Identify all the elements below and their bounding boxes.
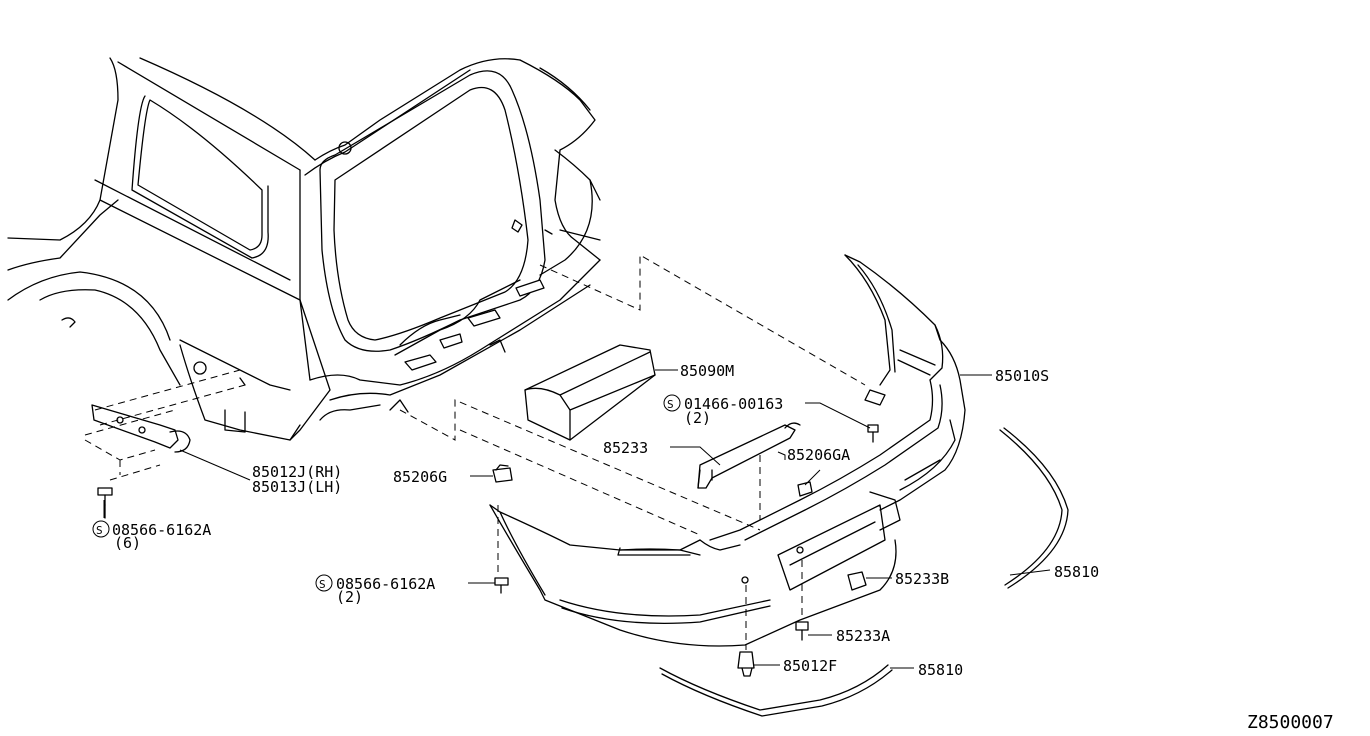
clip-85233b bbox=[847, 571, 867, 591]
label-85010s: 85010S bbox=[995, 367, 1049, 385]
part-labels: 85090M 85010S S 01466-00163 (2) 85233 85… bbox=[92, 362, 1334, 733]
screw-08566-top bbox=[97, 487, 113, 519]
clip-85012f bbox=[737, 651, 755, 677]
screw-symbol-icon bbox=[315, 574, 333, 592]
label-85013j: 85013J(LH) bbox=[252, 478, 342, 496]
screw-symbol-text: S bbox=[96, 524, 103, 537]
bracket-85233 bbox=[697, 422, 801, 489]
screw-symbol-text: S bbox=[319, 578, 326, 591]
side-bracket-85012j bbox=[84, 369, 251, 481]
label-85090m: 85090M bbox=[680, 362, 734, 380]
moulding-85810-right bbox=[999, 427, 1069, 589]
clip-85206ga bbox=[797, 481, 813, 497]
label-85206ga: 85206GA bbox=[787, 446, 850, 464]
label-85233: 85233 bbox=[603, 439, 648, 457]
label-85810-bottom: 85810 bbox=[918, 661, 963, 679]
screw-symbol-icon bbox=[92, 520, 110, 538]
screw-symbol-text: S bbox=[667, 398, 674, 411]
clip-85206g bbox=[492, 464, 513, 483]
diagram-id: Z8500007 bbox=[1247, 712, 1334, 733]
bolt-01466 bbox=[867, 424, 879, 443]
alignment-lines bbox=[399, 254, 866, 650]
screw-08566-mid bbox=[494, 577, 509, 594]
label-08566-mid-qty: (2) bbox=[336, 588, 363, 606]
leader-lines bbox=[103, 369, 1051, 669]
vehicle-body bbox=[7, 57, 601, 441]
label-01466-00163: 01466-00163 bbox=[684, 395, 783, 413]
label-85810-right: 85810 bbox=[1054, 563, 1099, 581]
label-01466-qty: (2) bbox=[684, 409, 711, 427]
energy-absorber-85090m bbox=[524, 344, 656, 441]
label-85206g: 85206G bbox=[393, 468, 447, 486]
moulding-85810-bottom bbox=[659, 664, 893, 717]
label-85233a: 85233A bbox=[836, 627, 890, 645]
label-08566-top: 08566-6162A bbox=[112, 521, 211, 539]
screw-symbol-icon bbox=[663, 394, 681, 412]
label-08566-mid: 08566-6162A bbox=[336, 575, 435, 593]
label-08566-top-qty: (6) bbox=[114, 534, 141, 552]
label-85012j: 85012J(RH) bbox=[252, 463, 342, 481]
label-85233b: 85233B bbox=[895, 570, 949, 588]
bolt-85233a bbox=[795, 621, 809, 641]
rear-bumper-fascia-85010s bbox=[489, 254, 966, 647]
label-85012f: 85012F bbox=[783, 657, 837, 675]
